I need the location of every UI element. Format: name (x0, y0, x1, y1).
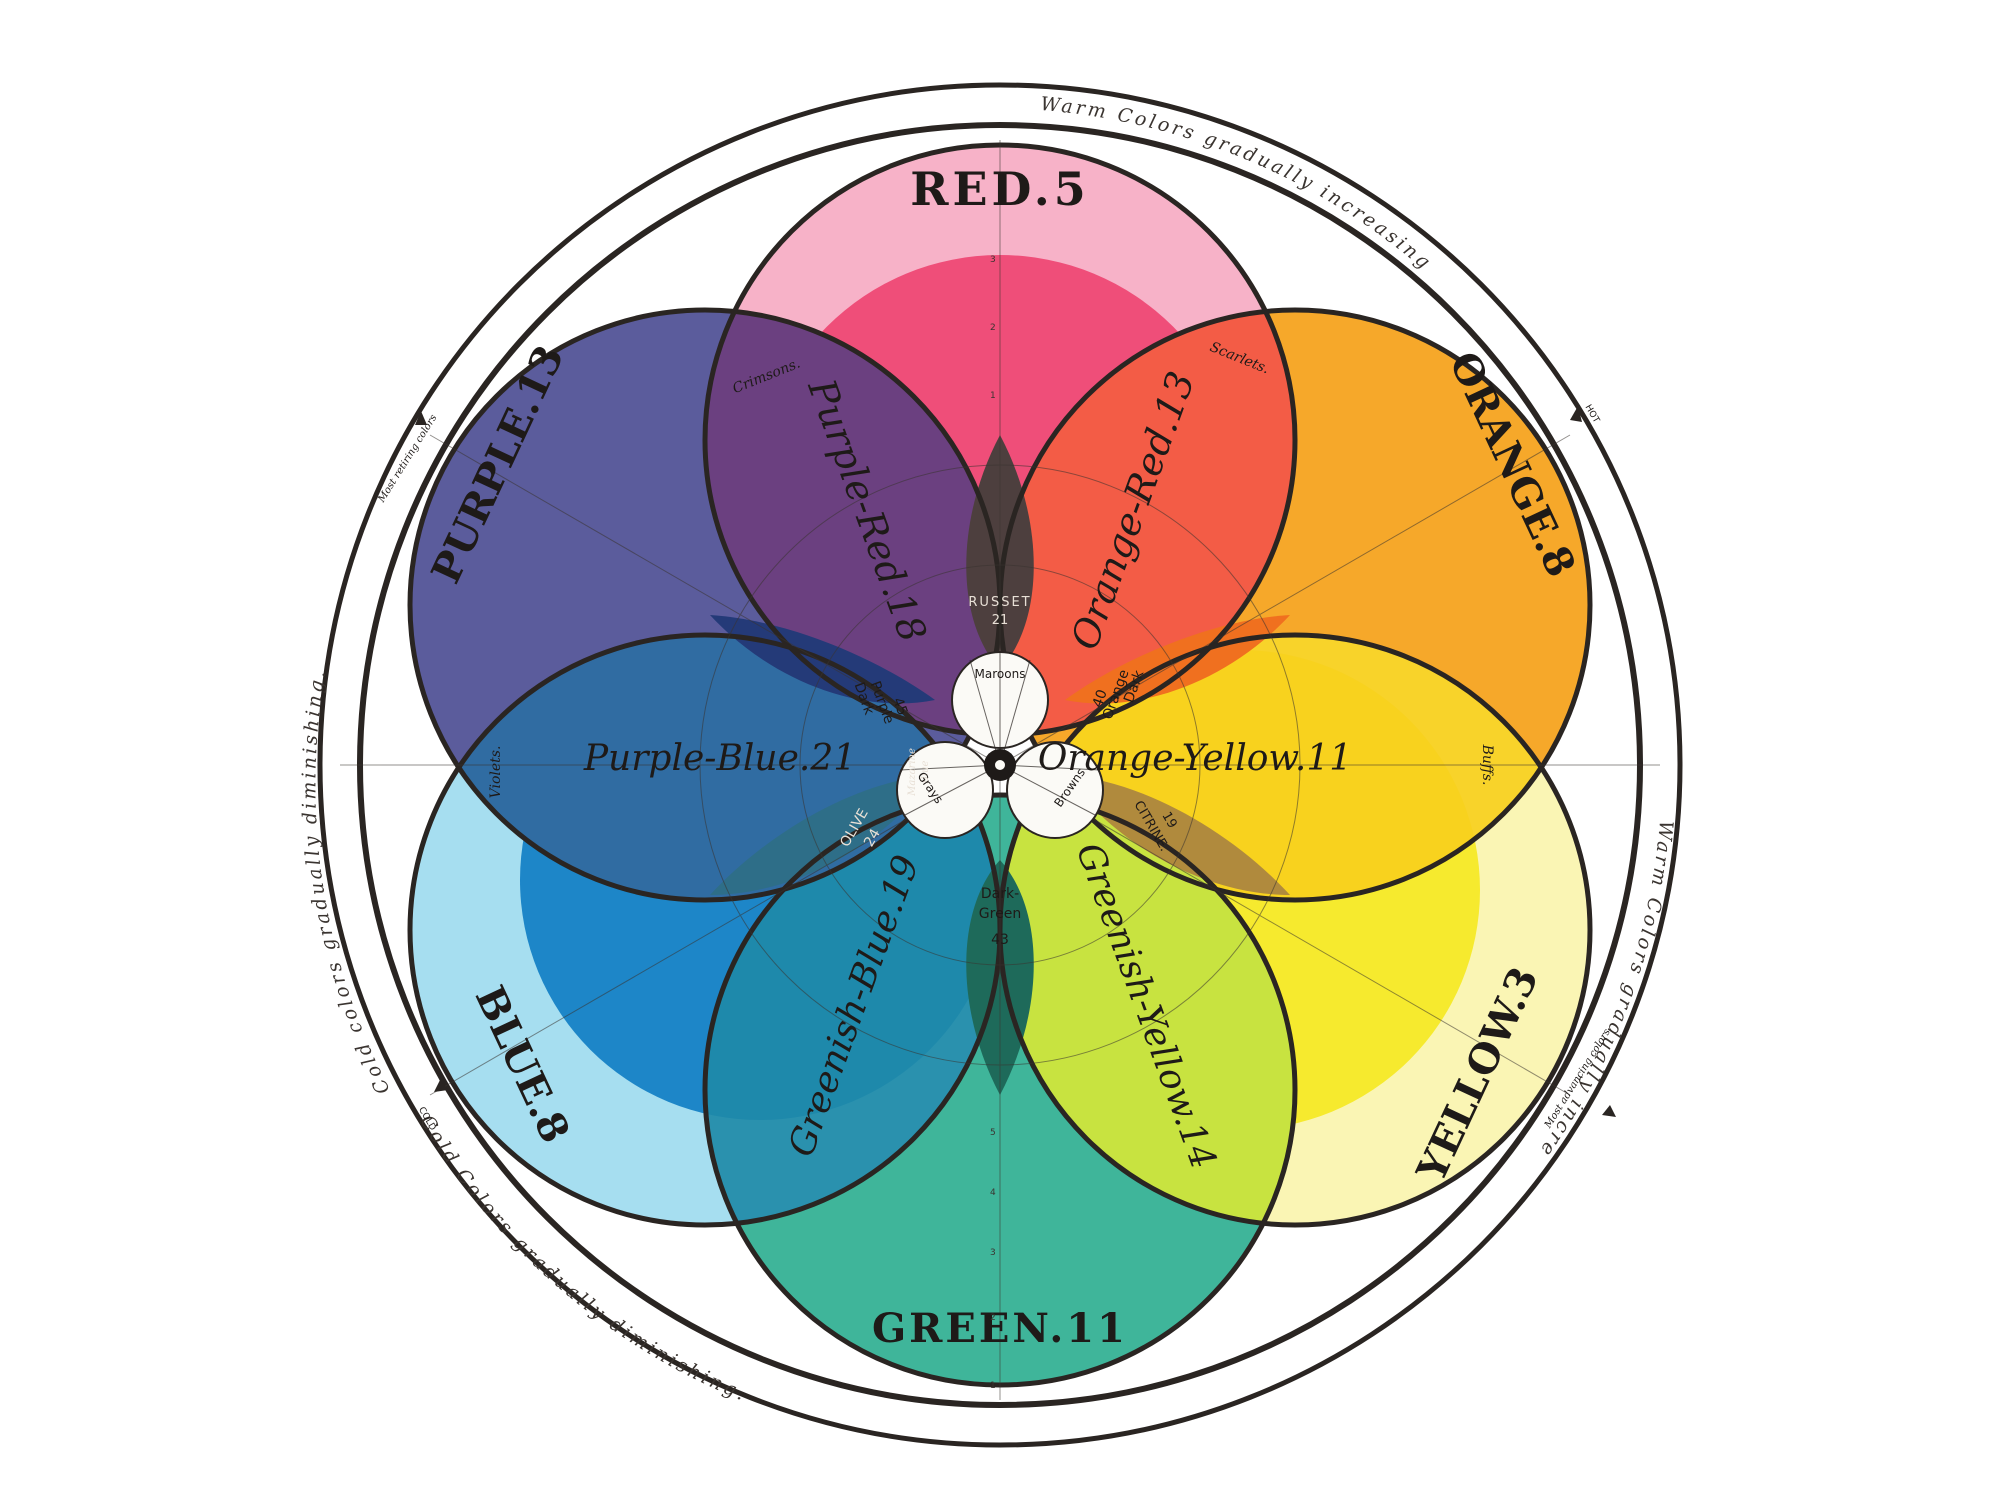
label-purple-blue: Purple-Blue.21 (583, 738, 856, 779)
svg-text:3: 3 (990, 1248, 996, 1258)
scale-ticks-bottom: 5 4 3 2 1 (990, 1128, 996, 1391)
label-orange-yellow: Orange-Yellow.11 (1038, 738, 1352, 779)
svg-text:1: 1 (990, 391, 996, 401)
label-green: GREEN.11 (872, 1305, 1128, 1352)
arrow-advancing-icon (1602, 1105, 1616, 1117)
scale-ticks-top: 3 2 1 (990, 255, 996, 401)
label-red: RED.5 (910, 162, 1090, 216)
label-citrine-num: 19 (1158, 809, 1179, 831)
olive-lens (710, 775, 935, 895)
label-maroons: Maroons (975, 667, 1026, 681)
label-russet-num: 21 (992, 613, 1009, 628)
label-dark-green-3: 43 (991, 932, 1009, 948)
label-dark-green-2: Green (979, 906, 1021, 922)
grays-petal (896, 741, 994, 839)
label-dark-green-1: Dark- (981, 886, 1019, 902)
label-dark-orange-3: 40 (1090, 688, 1111, 710)
arrow-hot-icon (1570, 406, 1582, 422)
label-olive-num: 24 (861, 826, 884, 850)
svg-text:4: 4 (990, 1188, 996, 1198)
browns-petal (1006, 741, 1104, 839)
ring-cold-left: Cold colors gradually diminishing. (298, 666, 394, 1097)
overlap-regions (410, 310, 1590, 1225)
outer-ring (317, 82, 1683, 1448)
citrine-lens (1065, 775, 1290, 895)
center-flower (896, 651, 1104, 839)
label-violets: Violets. (488, 746, 504, 799)
svg-text:3: 3 (990, 255, 996, 265)
ring-arrows (415, 406, 1616, 1117)
tertiary-lenses (710, 435, 1290, 1095)
arrow-retiring-icon (415, 411, 427, 425)
label-russet: RUSSET (968, 595, 1031, 610)
svg-text:2: 2 (990, 1313, 996, 1323)
arrow-cold-icon (434, 1080, 448, 1092)
label-buffs: Buffs. (1479, 744, 1495, 786)
label-mazarine-2: Blue (920, 760, 931, 784)
svg-text:2: 2 (990, 323, 996, 333)
svg-text:1: 1 (990, 1381, 996, 1391)
label-mazarine-1: Mazarine (907, 748, 918, 797)
label-dark-purple-3: 45 (889, 696, 910, 718)
svg-text:5: 5 (990, 1128, 996, 1138)
